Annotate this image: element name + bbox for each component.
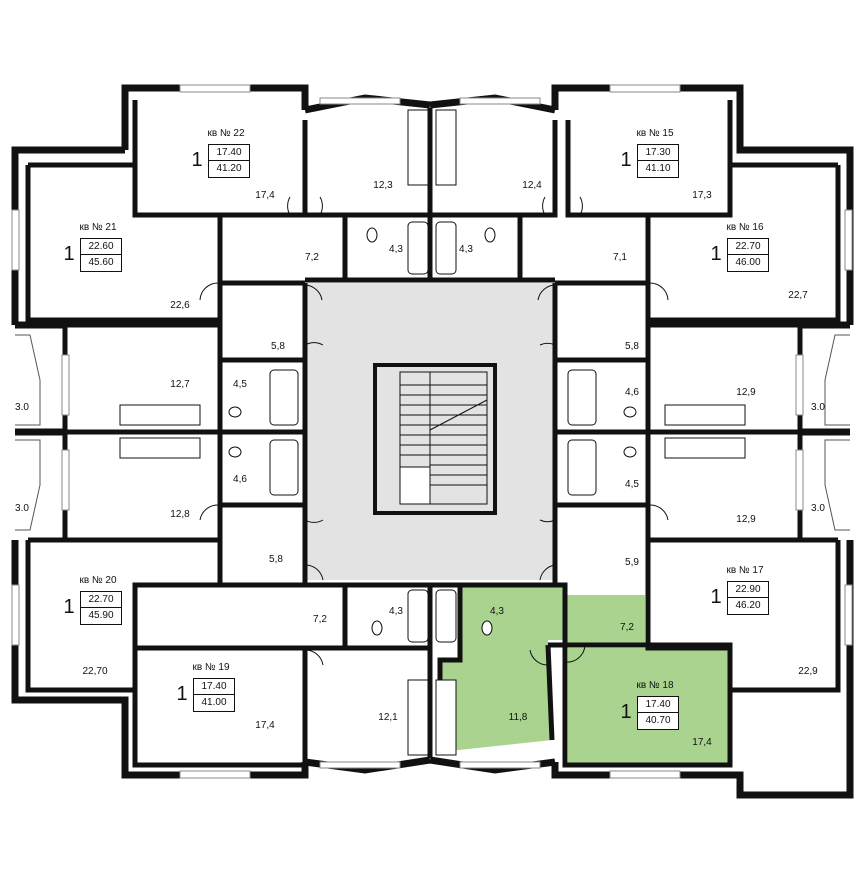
room-area-label: 17,3	[692, 190, 712, 201]
area-box: 17.30 41.10	[637, 144, 679, 178]
bathtubs	[269, 221, 597, 643]
kitchen-counters	[119, 109, 746, 756]
area-box: 17.40 41.00	[193, 678, 235, 712]
total-area: 46.00	[735, 257, 761, 268]
room-count: 1	[620, 701, 632, 723]
living-area: 22.70	[728, 239, 768, 255]
area-box: 22.70 45.90	[80, 591, 122, 625]
room-count: 1	[176, 683, 188, 705]
room-area-label: 12,4	[522, 180, 542, 191]
room-area-label: 7,2	[305, 252, 319, 263]
total-area: 40.70	[645, 715, 671, 726]
room-count: 1	[620, 149, 632, 171]
total-area: 45.60	[88, 257, 114, 268]
room-area-label: 12,9	[736, 387, 756, 398]
room-area-label: 22,70	[82, 666, 108, 677]
apartment-card: кв № 18 1 17.40 40.70	[615, 680, 695, 736]
room-area-label: 22,7	[788, 290, 808, 301]
room-area-label: 5,8	[625, 341, 639, 352]
living-area: 22.90	[728, 582, 768, 598]
room-area-label: 7,1	[613, 252, 627, 263]
apartment-card: кв № 16 1 22.70 46.00	[705, 222, 785, 278]
door-swings	[199, 196, 669, 666]
apartment-card: кв № 21 1 22.60 45.60	[58, 222, 138, 278]
living-area: 17.40	[194, 679, 234, 695]
staircase	[373, 363, 497, 515]
apartment-number: кв № 22	[207, 128, 245, 139]
apartment-card: кв № 20 1 22.70 45.90	[58, 575, 138, 631]
total-area: 46.20	[735, 600, 761, 611]
windows	[11, 84, 853, 779]
room-count: 1	[710, 243, 722, 265]
room-area-label: 17,4	[692, 737, 712, 748]
area-box: 22.90 46.20	[727, 581, 769, 615]
area-box: 17.40 40.70	[637, 696, 679, 730]
room-area-label: 7,2	[313, 614, 327, 625]
room-count: 1	[710, 586, 722, 608]
room-area-label: 4,3	[389, 244, 403, 255]
apartment-card: кв № 22 1 17.40 41.20	[186, 128, 266, 184]
room-area-label: 5,9	[625, 557, 639, 568]
apartment-card: кв № 19 1 17.40 41.00	[171, 662, 251, 718]
apartment-number: кв № 20	[79, 575, 117, 586]
room-area-label: 12,7	[170, 379, 190, 390]
room-area-label: 17,4	[255, 720, 275, 731]
apartment-card: кв № 15 1 17.30 41.10	[615, 128, 695, 184]
room-area-label: 12,1	[378, 712, 398, 723]
apartment-number: кв № 18	[636, 680, 674, 691]
area-box: 17.40 41.20	[208, 144, 250, 178]
room-area-label: 3.0	[811, 503, 825, 514]
living-area: 22.70	[81, 592, 121, 608]
room-area-label: 4,5	[625, 479, 639, 490]
living-area: 22.60	[81, 239, 121, 255]
room-area-label: 12,8	[170, 509, 190, 520]
room-area-label: 4,3	[459, 244, 473, 255]
room-area-label: 4,6	[233, 474, 247, 485]
room-area-label: 3.0	[811, 402, 825, 413]
living-area: 17.40	[209, 145, 249, 161]
toilets	[228, 227, 637, 636]
apartment-number: кв № 21	[79, 222, 117, 233]
room-count: 1	[191, 149, 203, 171]
apartment-number: кв № 17	[726, 565, 764, 576]
area-box: 22.70 46.00	[727, 238, 769, 272]
total-area: 41.20	[216, 163, 242, 174]
total-area: 45.90	[88, 610, 114, 621]
room-area-label: 3.0	[15, 503, 29, 514]
room-area-label: 5,8	[271, 341, 285, 352]
room-area-label: 4,3	[389, 606, 403, 617]
room-count: 1	[63, 243, 75, 265]
room-area-label: 17,4	[255, 190, 275, 201]
room-area-label: 12,3	[373, 180, 393, 191]
apartment-number: кв № 16	[726, 222, 764, 233]
total-area: 41.00	[201, 697, 227, 708]
area-box: 22.60 45.60	[80, 238, 122, 272]
apartment-number: кв № 19	[192, 662, 230, 673]
room-area-label: 3.0	[15, 402, 29, 413]
total-area: 41.10	[645, 163, 671, 174]
living-area: 17.40	[638, 697, 678, 713]
room-area-label: 5,8	[269, 554, 283, 565]
room-area-label: 4,6	[625, 387, 639, 398]
room-area-label: 11,8	[508, 712, 528, 723]
room-area-label: 12,9	[736, 514, 756, 525]
room-area-label: 4,5	[233, 379, 247, 390]
living-area: 17.30	[638, 145, 678, 161]
apartment-card: кв № 17 1 22.90 46.20	[705, 565, 785, 621]
room-count: 1	[63, 596, 75, 618]
interior-walls	[25, 100, 841, 768]
room-area-label: 7,2	[620, 622, 634, 633]
balconies	[15, 334, 850, 531]
room-area-label: 22,9	[798, 666, 818, 677]
room-area-label: 22,6	[170, 300, 190, 311]
apartment-number: кв № 15	[636, 128, 674, 139]
room-area-label: 4,3	[490, 606, 504, 617]
